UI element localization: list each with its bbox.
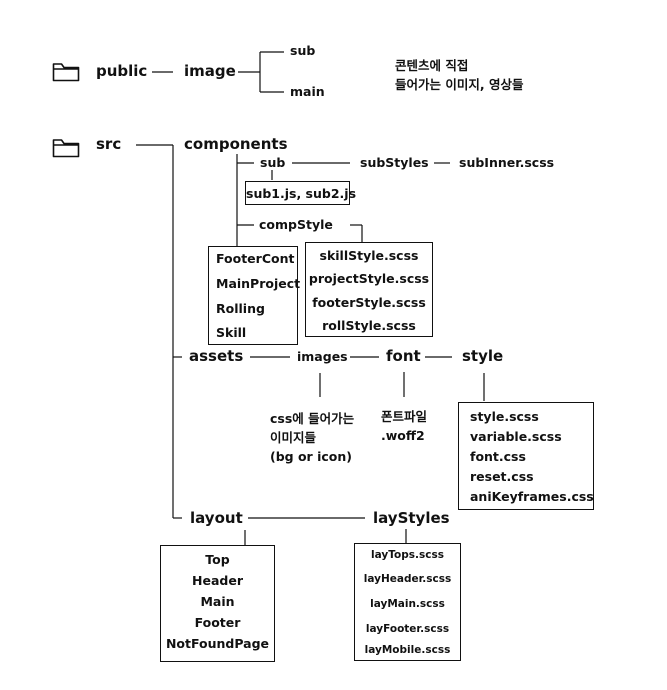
subinner-file-label: subInner.scss bbox=[459, 155, 555, 170]
component-item: MainProject bbox=[216, 276, 301, 291]
folder-icon bbox=[52, 61, 80, 87]
components-folder-label: components bbox=[184, 135, 288, 153]
note-line: 들어가는 이미지, 영상들 bbox=[395, 77, 524, 93]
style-file: style.scss bbox=[470, 409, 539, 424]
layout-item: Footer bbox=[194, 615, 241, 630]
laystyle-file: layTops.scss bbox=[371, 549, 444, 561]
layout-item: Top bbox=[205, 552, 230, 567]
style-file: reset.css bbox=[470, 469, 534, 484]
image-folder-label: image bbox=[184, 62, 236, 80]
style-file: font.css bbox=[470, 449, 526, 464]
layout-folder-label: layout bbox=[190, 509, 243, 527]
folder-icon bbox=[52, 137, 80, 163]
note-line: css에 들어가는 bbox=[270, 411, 355, 426]
components-sub-folder-label: sub bbox=[260, 155, 286, 170]
style-files-box: style.scss variable.scss font.css reset.… bbox=[458, 402, 594, 510]
note-line: 콘텐츠에 직접 bbox=[395, 58, 469, 73]
assets-folder-label: assets bbox=[189, 347, 244, 365]
style-folder-label: style bbox=[462, 347, 504, 365]
layout-item: NotFoundPage bbox=[165, 636, 270, 651]
laystyle-file: layMain.scss bbox=[370, 598, 445, 610]
compstyle-file: skillStyle.scss bbox=[319, 248, 419, 263]
images-note: css에 들어가는 이미지들 (bg or icon) bbox=[270, 410, 354, 466]
style-file: aniKeyframes.css bbox=[470, 489, 594, 504]
substyles-folder-label: subStyles bbox=[360, 155, 429, 170]
compstyle-folder-label: compStyle bbox=[259, 217, 333, 232]
public-folder-label: public bbox=[96, 62, 148, 80]
compstyle-file: projectStyle.scss bbox=[308, 271, 430, 286]
font-folder-label: font bbox=[386, 347, 421, 365]
public-image-note: 콘텐츠에 직접 들어가는 이미지, 영상들 bbox=[395, 56, 523, 95]
laystyle-file: layHeader.scss bbox=[363, 573, 452, 585]
component-item: FooterCont bbox=[216, 251, 295, 266]
src-folder-label: src bbox=[96, 135, 122, 153]
public-main-folder-label: main bbox=[290, 84, 325, 99]
public-sub-folder-label: sub bbox=[290, 43, 316, 58]
laystyles-files-box: layTops.scss layHeader.scss layMain.scss… bbox=[354, 543, 461, 661]
layout-list-box: Top Header Main Footer NotFoundPage bbox=[160, 545, 275, 662]
layout-item: Main bbox=[200, 594, 235, 609]
component-item: Rolling bbox=[216, 301, 265, 316]
laystyles-folder-label: layStyles bbox=[373, 509, 450, 527]
font-note: 폰트파일 .woff2 bbox=[381, 408, 427, 446]
compstyle-files-box: skillStyle.scss projectStyle.scss footer… bbox=[305, 242, 433, 337]
laystyle-file: layMobile.scss bbox=[364, 644, 451, 656]
compstyle-file: footerStyle.scss bbox=[312, 295, 426, 310]
layout-item: Header bbox=[192, 573, 243, 588]
compstyle-file: rollStyle.scss bbox=[322, 318, 416, 333]
component-item: Skill bbox=[216, 325, 247, 340]
laystyle-file: layFooter.scss bbox=[365, 623, 450, 635]
components-list-box: FooterCont MainProject Rolling Skill bbox=[208, 246, 301, 345]
note-line: 폰트파일 bbox=[381, 409, 428, 424]
images-folder-label: images bbox=[297, 349, 348, 364]
sub-files-box: sub1.js, sub2.js bbox=[245, 181, 357, 205]
note-line: (bg or icon) bbox=[270, 448, 352, 464]
note-line: 이미지들 bbox=[270, 429, 317, 445]
note-line: .woff2 bbox=[381, 427, 425, 443]
style-file: variable.scss bbox=[470, 429, 562, 444]
sub-files-text: sub1.js, sub2.js bbox=[246, 186, 357, 201]
